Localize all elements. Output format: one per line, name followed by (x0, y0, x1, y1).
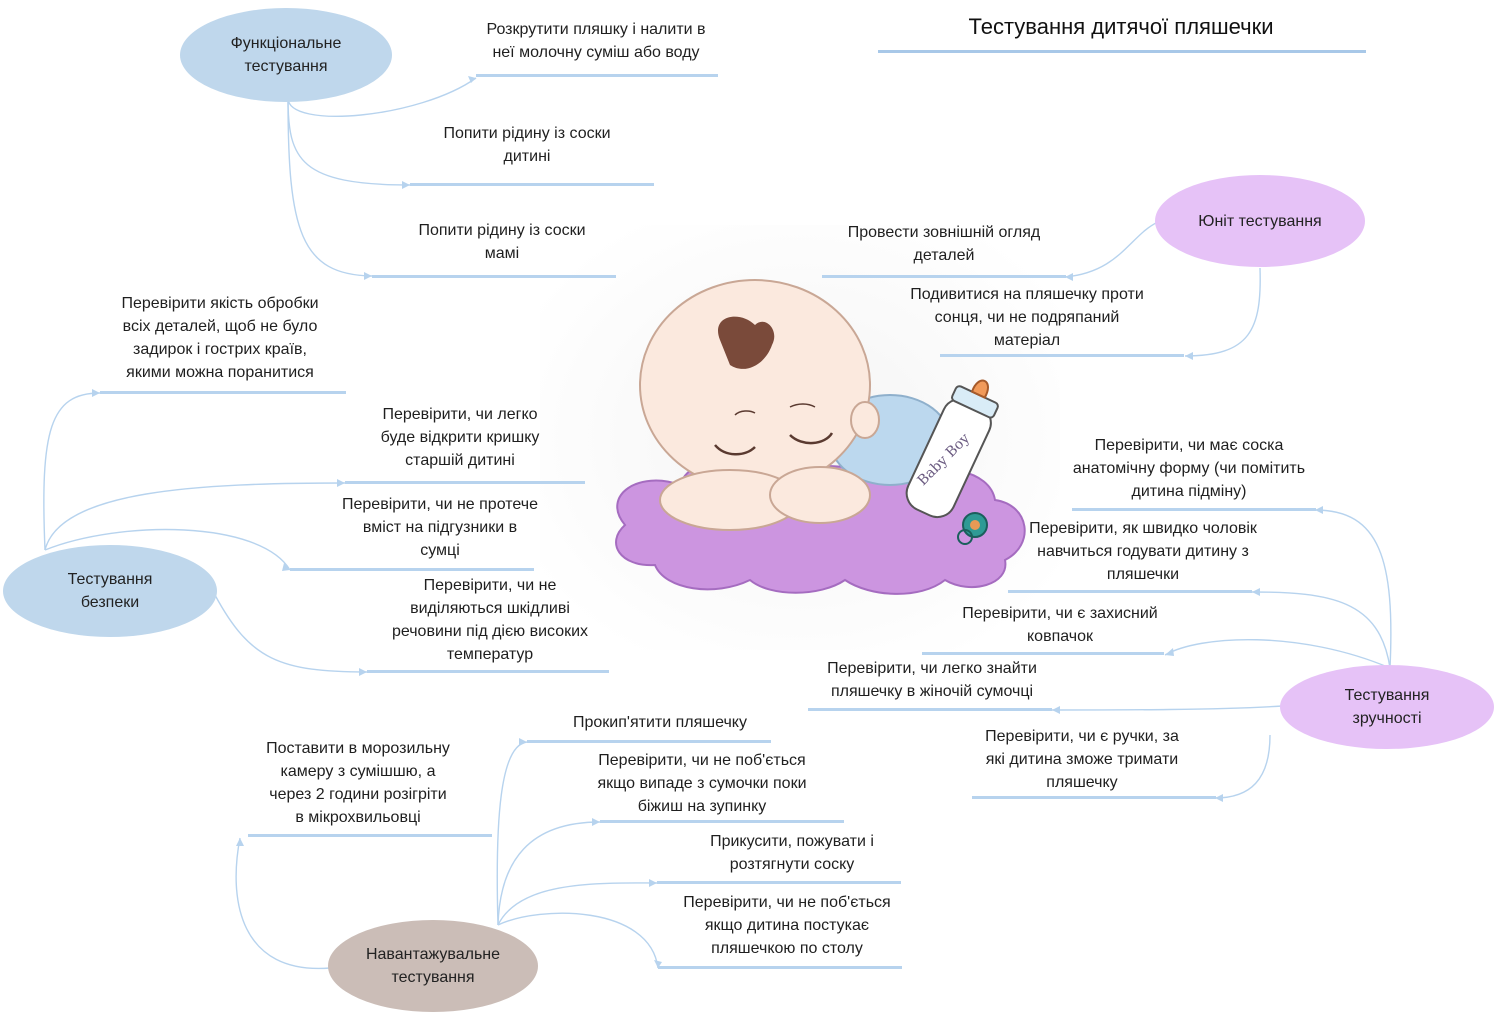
underline (822, 275, 1066, 278)
underline (1072, 508, 1316, 511)
load-item-2: Прокип'ятити пляшечку (573, 714, 747, 731)
underline (972, 796, 1216, 799)
load-item-5: Перевірити, чи не поб'ється якщо дитина … (683, 894, 891, 957)
pacifier-icon (957, 512, 988, 545)
underline (345, 481, 585, 484)
safety-item-3: Перевірити, чи не протече вміст на підгу… (342, 496, 538, 559)
usability-item-3: Перевірити, чи є захисний ковпачок (962, 605, 1158, 645)
node-safety-testing: Тестування безпеки (3, 545, 217, 637)
baby-hair (718, 316, 775, 369)
underline (476, 74, 718, 77)
node-functional-testing: Функціональне тестування (180, 8, 392, 102)
usability-item-2: Перевірити, як швидко чоловік навчиться … (1029, 520, 1257, 583)
underline (100, 391, 346, 394)
safety-item-1: Перевірити якість обробки всіх деталей, … (121, 295, 319, 381)
underline (1008, 590, 1252, 593)
underline (600, 820, 844, 823)
usability-item-5: Перевірити, чи є ручки, за які дитина зм… (985, 728, 1179, 791)
functional-item-2: Попити рідину із соски дитині (443, 125, 611, 165)
usability-item-4: Перевірити, чи легко знайти пляшечку в ж… (827, 660, 1037, 700)
underline (658, 966, 902, 969)
safety-item-2: Перевірити, чи легко буде відкрити кришк… (380, 406, 540, 469)
unit-item-2: Подивитися на пляшечку проти сонця, чи н… (910, 286, 1144, 349)
node-load-testing: Навантажувальне тестування (328, 920, 538, 1012)
underline (657, 881, 901, 884)
bottle-icon: Baby Boy (905, 379, 999, 519)
underline (367, 670, 609, 673)
unit-item-1: Провести зовнішній огляд деталей (847, 224, 1041, 264)
underline (248, 834, 492, 837)
functional-item-1: Розкрутити пляшку і налити в неї молочну… (486, 21, 706, 61)
usability-item-1: Перевірити, чи має соска анатомічну форм… (1072, 437, 1306, 500)
baby-head (639, 279, 871, 491)
sleeping-baby-illustration: Baby Boy (540, 225, 1060, 650)
safety-item-4: Перевірити, чи не виділяються шкідливі р… (391, 577, 589, 663)
underline (922, 652, 1164, 655)
diagram-title: Тестування дитячої пляшечки (968, 14, 1274, 39)
node-usability-testing: Тестування зручності (1280, 665, 1494, 749)
load-item-4: Прикусити, пожувати і розтягнути соску (710, 833, 874, 873)
underline (410, 183, 654, 186)
functional-item-3: Попити рідину із соски мамі (418, 222, 586, 262)
title-underline (878, 50, 1366, 53)
underline (290, 568, 534, 571)
load-item-1: Поставити в морозильну камеру з сумішшю,… (266, 740, 450, 826)
underline (808, 708, 1052, 711)
node-unit-testing: Юніт тестування (1155, 175, 1365, 267)
load-item-3: Перевірити, чи не поб'ється якщо випаде … (597, 752, 807, 815)
underline (940, 354, 1184, 357)
underline (372, 275, 616, 278)
baby-arm-right (769, 466, 871, 524)
underline (527, 740, 771, 743)
